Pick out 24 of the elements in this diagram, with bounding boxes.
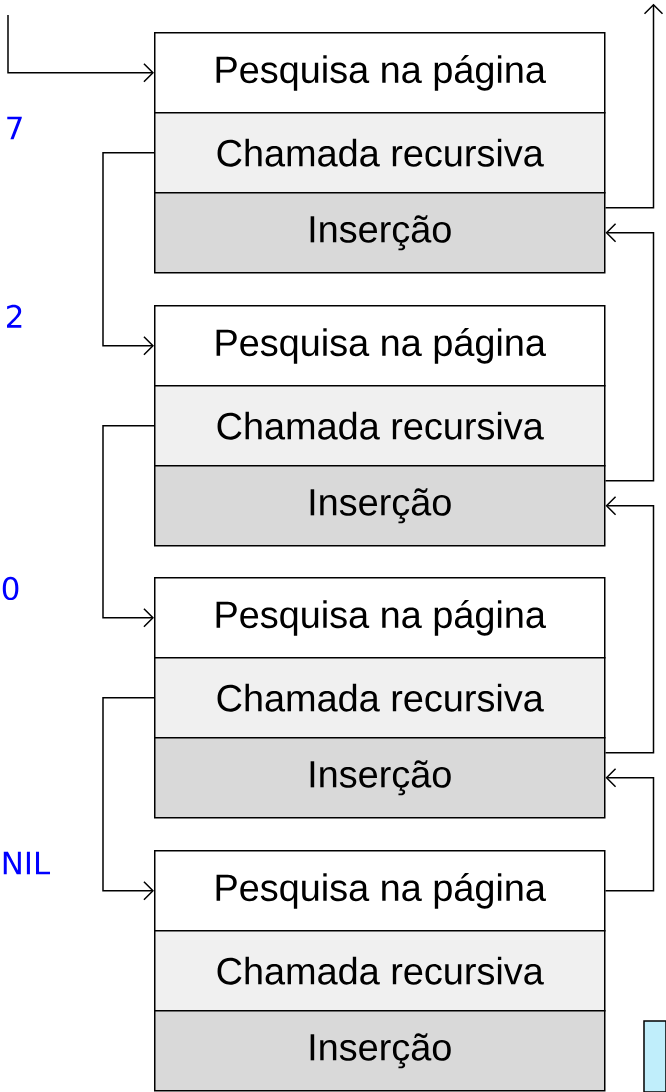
insertion-box: Inserção — [154, 737, 606, 819]
search-box: Pesquisa na página — [154, 305, 606, 387]
search-box: Pesquisa na página — [154, 577, 606, 659]
recursive-call-box: Chamada recursiva — [154, 112, 606, 194]
pointer-label: 7 — [7, 116, 22, 140]
pointer-label: NIL — [3, 851, 50, 875]
insertion-box: Inserção — [154, 465, 606, 547]
arrow — [102, 697, 155, 901]
recursive-call-box: Chamada recursiva — [154, 657, 606, 739]
search-box: Pesquisa na página — [154, 850, 606, 932]
arrow — [102, 152, 155, 356]
arrow — [604, 223, 655, 482]
insertion-box: Inserção — [154, 1010, 606, 1092]
search-box: Pesquisa na página — [154, 32, 606, 114]
pointer-label: 2 — [7, 304, 22, 328]
arrow — [7, 14, 154, 83]
insertion-box: Inserção — [154, 192, 606, 274]
recursive-call-box: Chamada recursiva — [154, 930, 606, 1012]
arrow — [604, 496, 655, 754]
arrow — [102, 425, 155, 628]
pointer-label: 0 — [2, 576, 19, 601]
arrow — [604, 768, 655, 892]
recursive-call-box: Chamada recursiva — [154, 385, 606, 467]
arrow — [604, 3, 664, 209]
